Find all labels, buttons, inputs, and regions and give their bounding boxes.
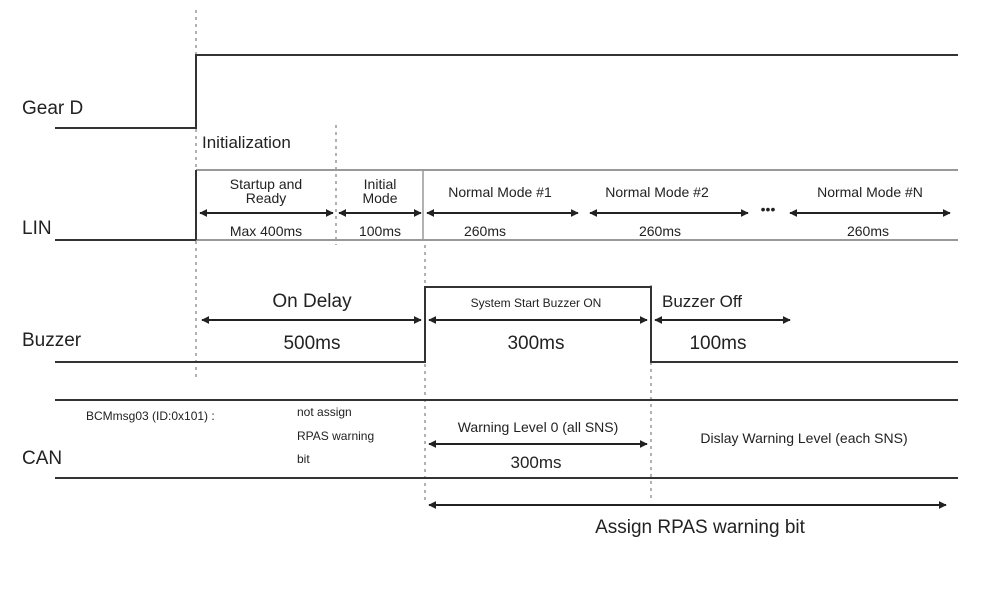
buzzer-off-label: Buzzer Off — [662, 292, 742, 311]
buzzer-label: Buzzer — [22, 330, 82, 351]
warning0-duration: 300ms — [510, 453, 561, 472]
lin-ellipsis: ••• — [761, 201, 776, 217]
normaln-duration: 260ms — [847, 223, 889, 239]
gear-row: Gear D — [22, 54, 958, 129]
start-buzzer-label: System Start Buzzer ON — [471, 296, 602, 310]
startup-label-1: Startup and — [230, 176, 302, 192]
buzzer-waveform — [55, 286, 958, 363]
initial-label-2: Mode — [362, 190, 397, 206]
not-assign-line-1: not assign — [297, 405, 352, 419]
lin-label: LIN — [22, 218, 52, 239]
startup-duration: Max 400ms — [230, 223, 302, 239]
buzzer-row: Buzzer On Delay 500ms System Start Buzze… — [22, 286, 958, 363]
not-assign-line-3: bit — [297, 452, 310, 466]
display-warning-label: Dislay Warning Level (each SNS) — [700, 430, 907, 446]
lin-row: LIN Startup and Ready Max 400ms Initial … — [22, 169, 958, 241]
can-row: CAN BCMmsg03 (ID:0x101) : not assign RPA… — [22, 399, 958, 479]
gear-label: Gear D — [22, 98, 83, 119]
initialization-label: Initialization — [202, 133, 291, 152]
normal2-label: Normal Mode #2 — [605, 184, 709, 200]
normaln-label: Normal Mode #N — [817, 184, 923, 200]
normal1-label: Normal Mode #1 — [448, 184, 552, 200]
not-assign-line-2: RPAS warning — [297, 429, 374, 443]
initial-duration: 100ms — [359, 223, 401, 239]
can-label: CAN — [22, 448, 62, 469]
initial-label-1: Initial — [364, 176, 397, 192]
assign-row: Assign RPAS warning bit — [428, 501, 947, 538]
gear-waveform — [55, 54, 958, 129]
assign-label: Assign RPAS warning bit — [595, 517, 806, 538]
start-buzzer-duration: 300ms — [507, 333, 564, 354]
buzzer-off-duration: 100ms — [689, 333, 746, 354]
warning0-label: Warning Level 0 (all SNS) — [458, 419, 619, 435]
normal2-duration: 260ms — [639, 223, 681, 239]
startup-label-2: Ready — [246, 190, 286, 206]
on-delay-duration: 500ms — [283, 333, 340, 354]
on-delay-label: On Delay — [272, 291, 352, 312]
normal1-duration: 260ms — [464, 223, 506, 239]
can-msg-label: BCMmsg03 (ID:0x101) : — [86, 409, 215, 423]
